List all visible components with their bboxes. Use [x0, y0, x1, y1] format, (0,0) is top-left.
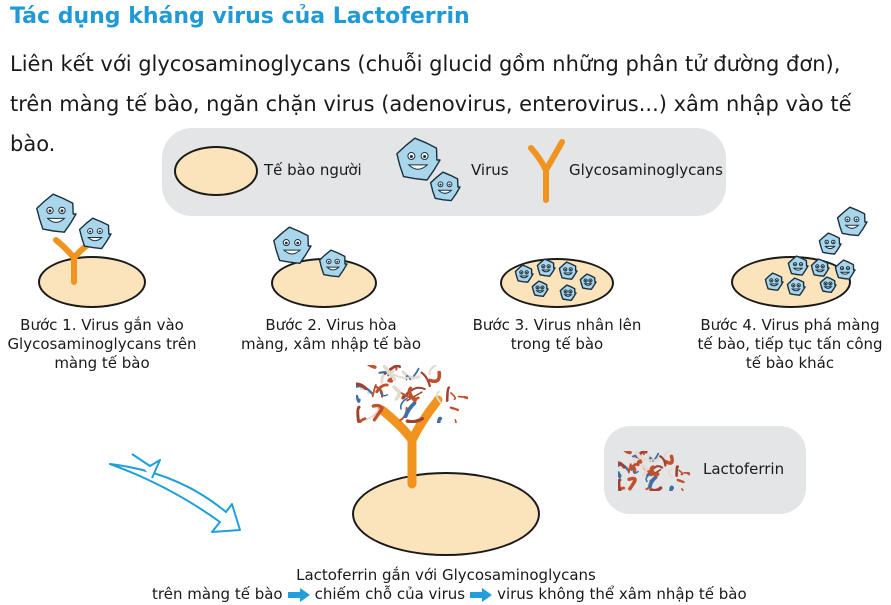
final-cell: [352, 472, 540, 556]
virus-icon: [393, 135, 443, 185]
legend-virus-label: Virus: [471, 161, 509, 179]
page-title: Tác dụng kháng virus của Lactoferrin: [10, 4, 470, 29]
step2-cell: [271, 258, 377, 308]
glycosaminoglycan-icon: [377, 395, 443, 489]
virus-icon: [529, 278, 551, 300]
step4-label: Bước 4. Virus phá màng tế bào, tiếp tục …: [697, 316, 883, 372]
lactoferrin-icon: [612, 441, 697, 499]
bottom-caption-part3: virus không thể xâm nhập tế bào: [497, 585, 747, 603]
bottom-caption-line2: trên màng tế bào chiếm chỗ của virus virus…: [152, 585, 747, 603]
virus-icon: [556, 259, 580, 283]
virus-icon: [427, 169, 463, 205]
virus-icon: [816, 230, 844, 258]
virus-icon: [834, 204, 870, 240]
lactoferrin-legend-label: Lactoferrin: [703, 460, 785, 478]
virus-icon: [577, 271, 599, 293]
curved-arrow-icon: [109, 453, 241, 533]
virus-icon: [808, 256, 832, 280]
glycosaminoglycan-icon: [528, 139, 565, 203]
virus-icon: [316, 247, 350, 281]
bottom-caption-line1: Lactoferrin gắn với Glycosaminoglycans: [296, 566, 596, 584]
virus-icon: [512, 262, 536, 286]
legend-cell-icon: [174, 146, 258, 196]
virus-icon: [817, 274, 839, 296]
step3-label: Bước 3. Virus nhân lên trong tế bào: [472, 316, 642, 353]
step2-label: Bước 2. Virus hòa màng, xâm nhập tế bào: [240, 316, 422, 353]
right-arrow-icon: [470, 587, 493, 602]
virus-icon: [76, 215, 114, 253]
step3-cell: [500, 258, 614, 308]
virus-icon: [270, 224, 314, 268]
virus-icon: [785, 253, 811, 279]
step1-label: Bước 1. Virus gắn vào Glycosaminoglycans…: [7, 316, 197, 372]
virus-icon: [784, 275, 808, 299]
virus-icon: [33, 191, 79, 237]
virus-icon: [762, 270, 786, 294]
bottom-caption-part2: chiếm chỗ của virus: [314, 585, 466, 603]
legend-cell-label: Tế bào người: [264, 161, 362, 179]
legend-glyco-label: Glycosaminoglycans: [569, 161, 723, 179]
bottom-caption-part1: trên màng tế bào: [152, 585, 283, 603]
virus-icon: [832, 257, 858, 283]
right-arrow-icon: [287, 587, 310, 602]
lactoferrin-legend-box: [604, 426, 806, 514]
lactoferrin-protein: [348, 351, 479, 434]
step1-cell: [38, 256, 146, 308]
virus-icon: [557, 282, 579, 304]
intro-text: Liên kết với glycosaminoglycans (chuỗi g…: [10, 52, 852, 156]
virus-icon: [534, 256, 558, 280]
